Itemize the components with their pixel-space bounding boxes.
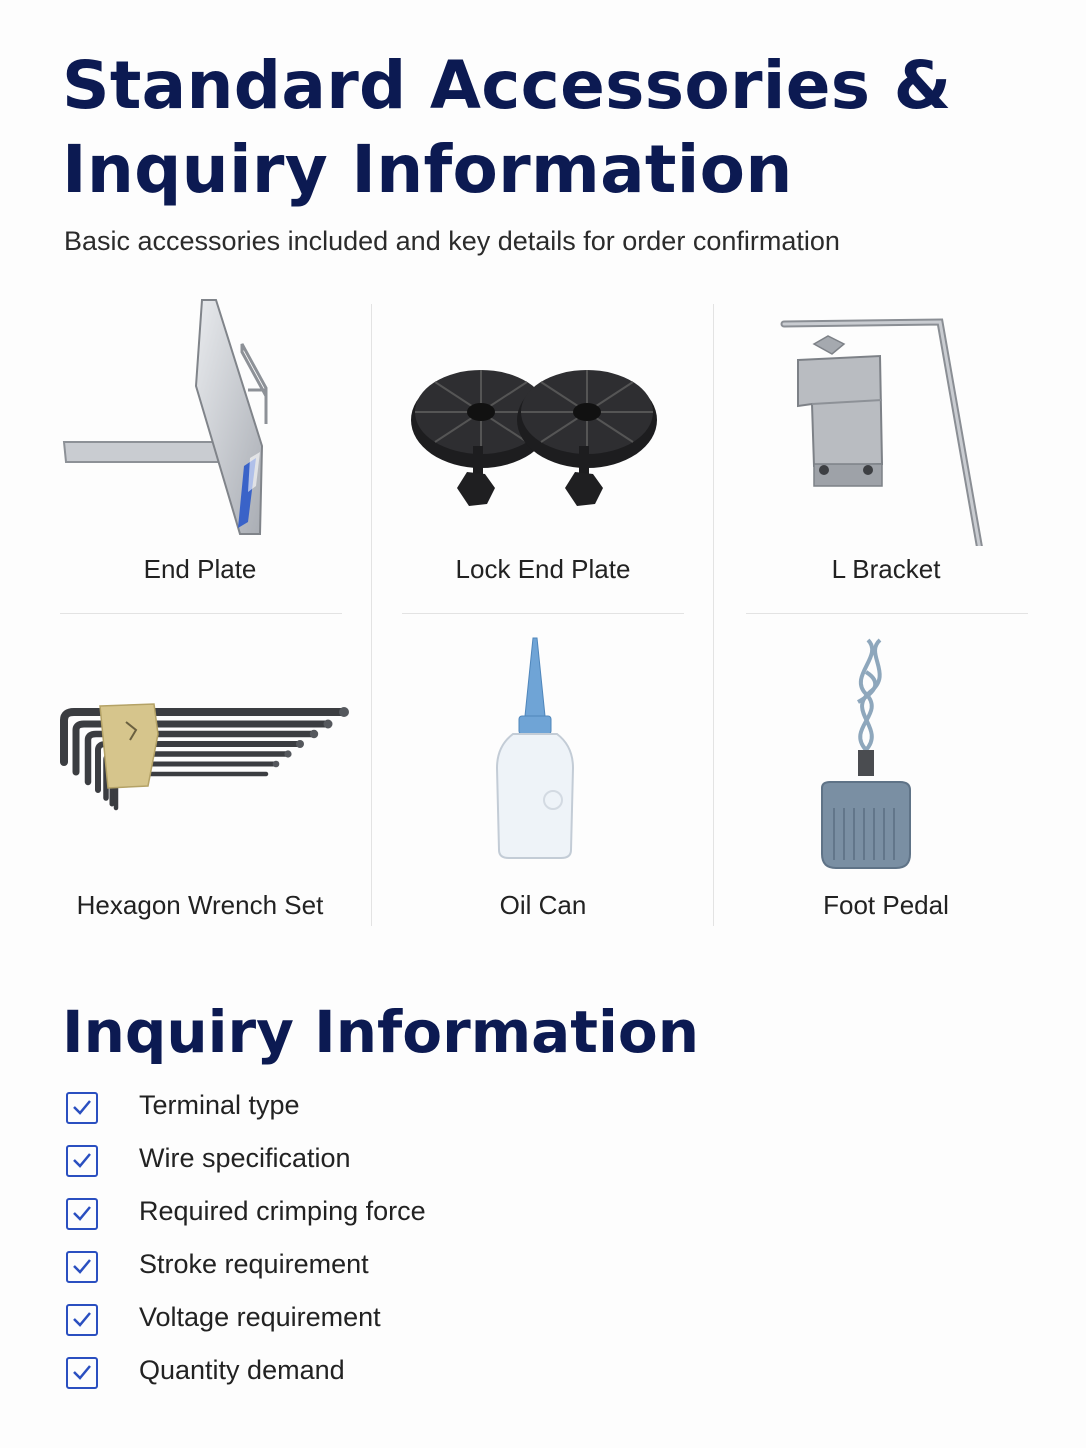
checkmark-icon [73, 1312, 91, 1327]
page-title: Standard Accessories & Inquiry Informati… [62, 47, 952, 208]
page-subtitle: Basic accessories included and key detai… [64, 226, 840, 256]
oil-can-icon [495, 637, 575, 859]
accessory-label: Hexagon Wrench Set [76, 890, 324, 920]
l-bracket-icon [780, 318, 983, 546]
checkbox-checked[interactable] [66, 1092, 98, 1124]
accessory-card-foot-pedal: Foot Pedal [716, 632, 1056, 942]
accessory-label: Oil Can [499, 890, 587, 920]
checkbox-checked[interactable] [66, 1357, 98, 1389]
accessory-card-end-plate: End Plate [30, 296, 370, 606]
checkmark-icon [73, 1259, 91, 1274]
accessory-label: End Plate [143, 554, 257, 584]
checklist-item-label: Required crimping force [139, 1196, 426, 1226]
row-divider [746, 613, 1028, 614]
hex-wrench-set-icon [60, 703, 349, 811]
accessory-card-hex-wrench-set: Hexagon Wrench Set [30, 632, 370, 942]
checklist-item-label: Stroke requirement [139, 1249, 369, 1279]
checkbox-checked[interactable] [66, 1304, 98, 1336]
accessory-label: Lock End Plate [455, 554, 631, 584]
row-divider [60, 613, 342, 614]
accessory-card-lock-end-plate: Lock End Plate [373, 296, 713, 606]
checklist-item-label: Wire specification [139, 1143, 351, 1173]
checklist-item-label: Terminal type [139, 1090, 300, 1120]
foot-pedal-icon [821, 638, 911, 869]
row-divider [402, 613, 684, 614]
checklist-item-label: Voltage requirement [139, 1302, 381, 1332]
checkbox-checked[interactable] [66, 1145, 98, 1177]
column-divider [371, 304, 372, 926]
accessory-card-l-bracket: L Bracket [716, 296, 1056, 606]
accessory-label: Foot Pedal [823, 890, 949, 920]
column-divider [713, 304, 714, 926]
lock-end-plate-icon [411, 370, 657, 506]
checklist-item-label: Quantity demand [139, 1355, 345, 1385]
checkbox-checked[interactable] [66, 1251, 98, 1283]
accessory-label: L Bracket [831, 554, 941, 584]
checkmark-icon [73, 1206, 91, 1221]
inquiry-title: Inquiry Information [62, 998, 700, 1066]
end-plate-icon [62, 299, 268, 535]
checkmark-icon [73, 1153, 91, 1168]
checkmark-icon [73, 1100, 91, 1115]
checkmark-icon [73, 1365, 91, 1380]
accessory-card-oil-can: Oil Can [373, 632, 713, 942]
accessories-grid: End Plate Lock End Plate [30, 296, 1056, 926]
checkbox-checked[interactable] [66, 1198, 98, 1230]
